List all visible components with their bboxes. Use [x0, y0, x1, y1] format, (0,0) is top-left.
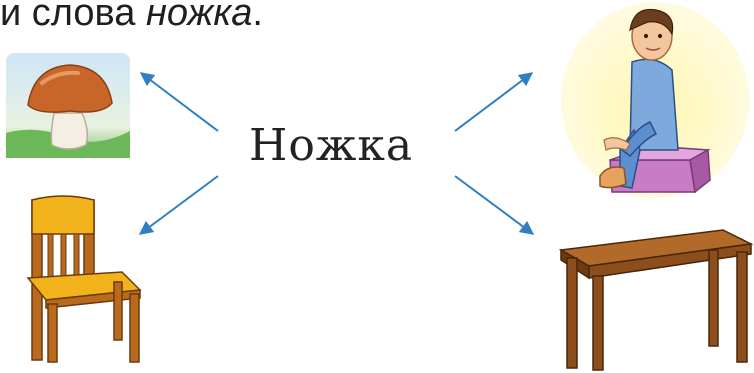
instruction-prefix: и слова [0, 0, 146, 34]
center-word: Ножка [249, 120, 414, 171]
chair-picture [26, 195, 142, 363]
mushroom-picture [6, 53, 130, 158]
instruction-word: ножка [145, 0, 253, 34]
boy-picture [561, 2, 749, 198]
arrow-to-boy [454, 72, 534, 132]
instruction-text: и слова ножка. [0, 0, 263, 35]
arrow-to-table [454, 175, 535, 235]
table-picture [558, 229, 753, 371]
instruction-suffix: . [252, 0, 263, 34]
arrow-to-chair [138, 175, 219, 235]
arrow-to-mushroom [139, 72, 219, 132]
